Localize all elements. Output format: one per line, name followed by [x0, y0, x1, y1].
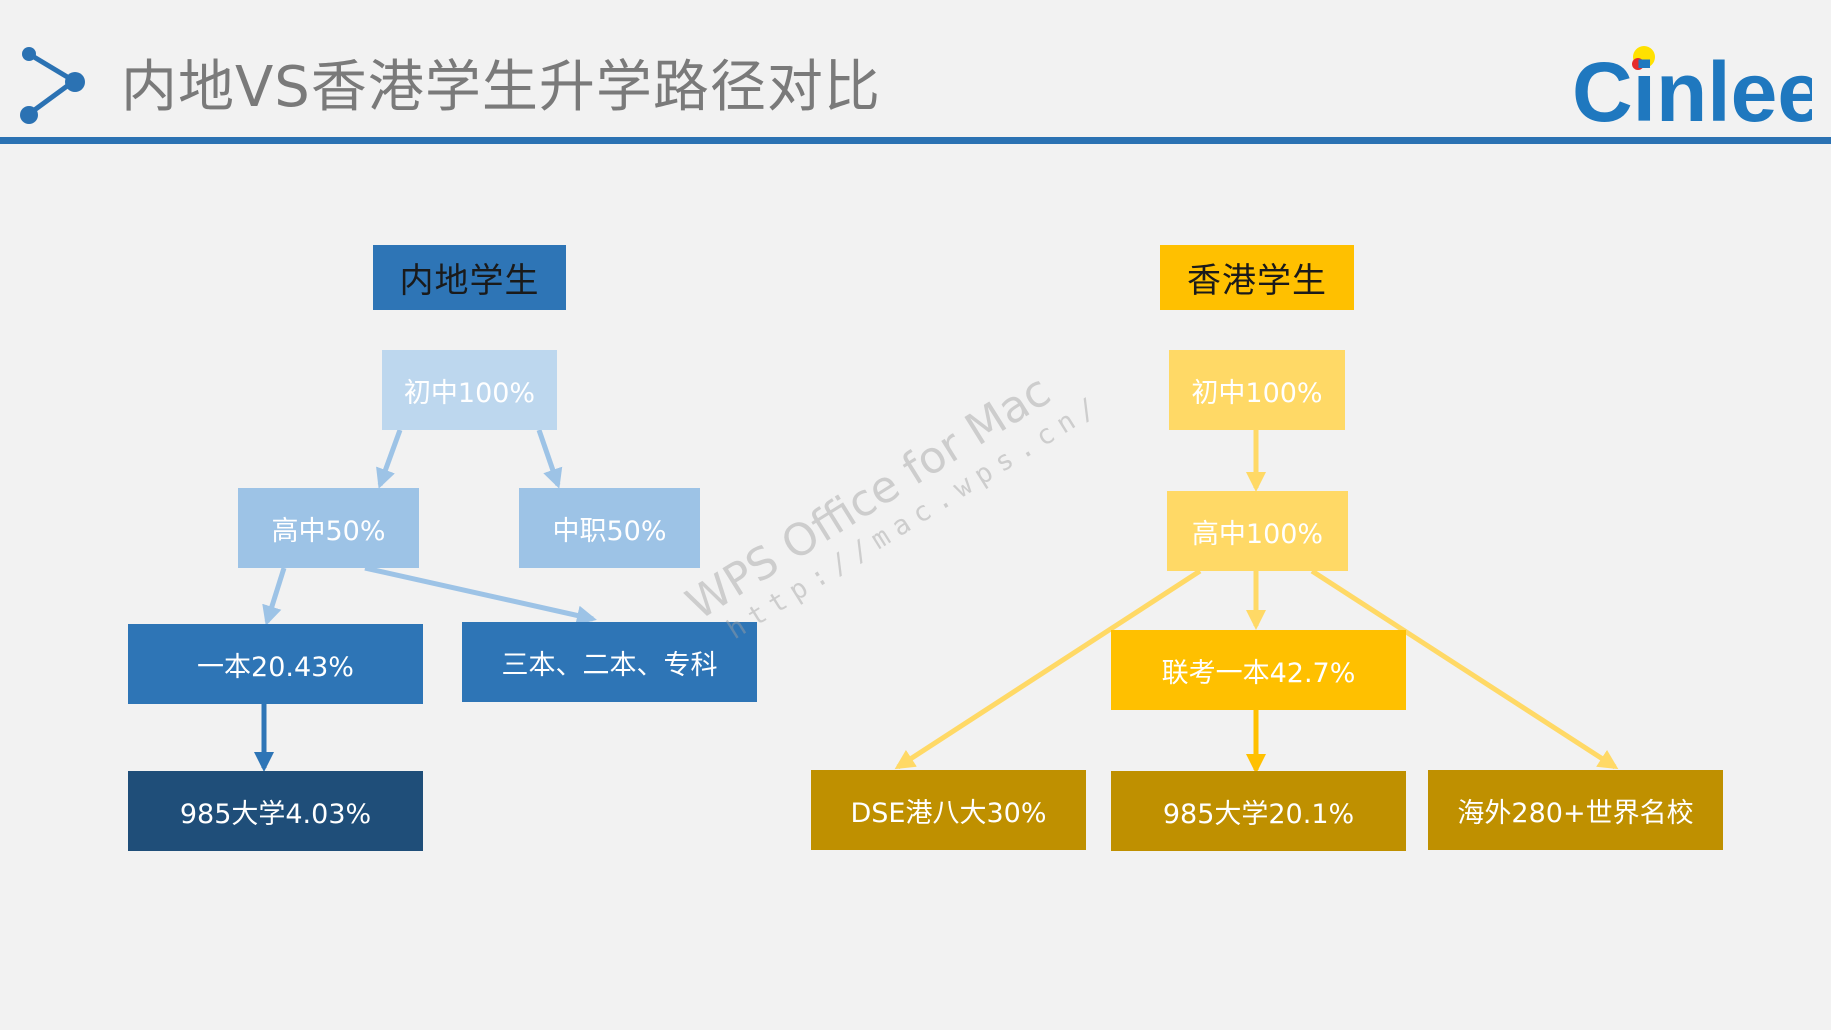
hk-junior-box: 初中100%	[1169, 350, 1345, 430]
hk-overseas-box: 海外280+世界名校	[1428, 770, 1723, 850]
hk-junior-label: 初中100%	[1191, 377, 1323, 409]
hk-985-box: 985大学20.1%	[1111, 771, 1406, 851]
mainland-985-label: 985大学4.03%	[179, 798, 372, 830]
hk-joint-exam-label: 联考一本42.7%	[1161, 657, 1356, 689]
hk-title-text: 香港学生	[1187, 261, 1327, 301]
arrow-junior-vocational	[536, 429, 563, 489]
mainland-title: 内地学生	[373, 245, 566, 310]
arrow-junior-senior	[376, 429, 403, 489]
watermark-sub: http://mac.wps.cn/	[721, 388, 1109, 646]
mainland-junior-box: 初中100%	[382, 350, 557, 430]
mainland-title-text: 内地学生	[399, 261, 540, 301]
hk-dse-label: DSE港八大30%	[850, 797, 1047, 829]
arrow-senior-tier1	[262, 567, 287, 626]
header: 内地VS香港学生升学路径对比 Cinlee	[0, 0, 1831, 147]
arrow-senior-other	[364, 565, 597, 626]
mainland-vocational-box: 中职50%	[519, 488, 700, 568]
header-rule	[0, 137, 1831, 144]
brand-text: Cinlee	[1572, 45, 1812, 130]
hk-senior-label: 高中100%	[1191, 518, 1324, 550]
hk-overseas-label: 海外280+世界名校	[1457, 797, 1694, 829]
hk-dse-box: DSE港八大30%	[811, 770, 1086, 850]
watermark-main: WPS Office for Mac	[677, 365, 1060, 631]
mainland-other-label: 三本、二本、专科	[501, 649, 718, 681]
hk-985-label: 985大学20.1%	[1162, 798, 1355, 830]
hk-title: 香港学生	[1160, 245, 1354, 310]
mainland-tier1-box: 一本20.43%	[128, 624, 423, 704]
mainland-senior-box: 高中50%	[238, 488, 419, 568]
share-node-icon	[20, 47, 85, 124]
mainland-senior-label: 高中50%	[271, 515, 386, 547]
mainland-tier1-label: 一本20.43%	[197, 651, 354, 683]
hk-joint-exam-box: 联考一本42.7%	[1111, 630, 1406, 710]
mainland-985-box: 985大学4.03%	[128, 771, 423, 851]
mainland-other-box: 三本、二本、专科	[462, 622, 757, 702]
cinlee-logo: Cinlee	[1572, 45, 1812, 130]
hk-senior-box: 高中100%	[1167, 491, 1348, 571]
mainland-vocational-label: 中职50%	[552, 515, 667, 547]
mainland-junior-label: 初中100%	[403, 377, 536, 409]
page-title: 内地VS香港学生升学路径对比	[121, 55, 881, 120]
